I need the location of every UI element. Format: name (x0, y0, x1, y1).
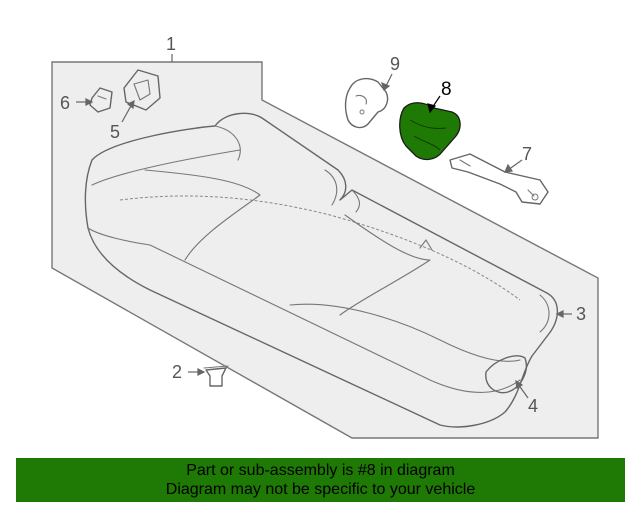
part-5-shape (123, 69, 161, 111)
part-2-shape (203, 365, 229, 387)
part-7-shape (449, 153, 549, 205)
cushion-seam-front (119, 195, 521, 301)
callout-5: 5 (110, 122, 120, 142)
callout-8: 8 (441, 79, 452, 100)
cushion-right-bolster (351, 189, 550, 333)
callout-6: 6 (60, 93, 70, 113)
seat-cushion (84, 112, 559, 428)
cushion-bolster-left (214, 125, 241, 161)
callout-2: 2 (172, 362, 182, 382)
cushion-front-face (87, 227, 521, 393)
callout-1: 1 (166, 34, 176, 54)
cushion-notch (419, 239, 433, 251)
callout-7: 7 (522, 144, 532, 164)
cushion-divider-2 (339, 214, 431, 316)
cushion-outline (84, 112, 559, 428)
part-9-shape (344, 77, 389, 129)
part-8-highlight (399, 102, 461, 161)
callout-3: 3 (576, 304, 586, 324)
cushion-bolster-mid (324, 169, 338, 206)
cushion-divider-1 (144, 169, 261, 261)
cushion-lower-crease (289, 303, 521, 362)
callout-9: 9 (390, 54, 400, 74)
banner-line-2: Diagram may not be specific to your vehi… (165, 481, 476, 498)
cushion-top-edge (91, 149, 241, 186)
leader-lines (76, 54, 572, 399)
part-6-shape (89, 87, 113, 113)
info-banner: Part or sub-assembly is #8 in diagram Di… (16, 458, 625, 502)
banner-line-1: Part or sub-assembly is #8 in diagram (186, 462, 455, 479)
part-4-shape (485, 355, 527, 394)
callout-4: 4 (528, 396, 538, 416)
assembly-panel (51, 61, 599, 439)
